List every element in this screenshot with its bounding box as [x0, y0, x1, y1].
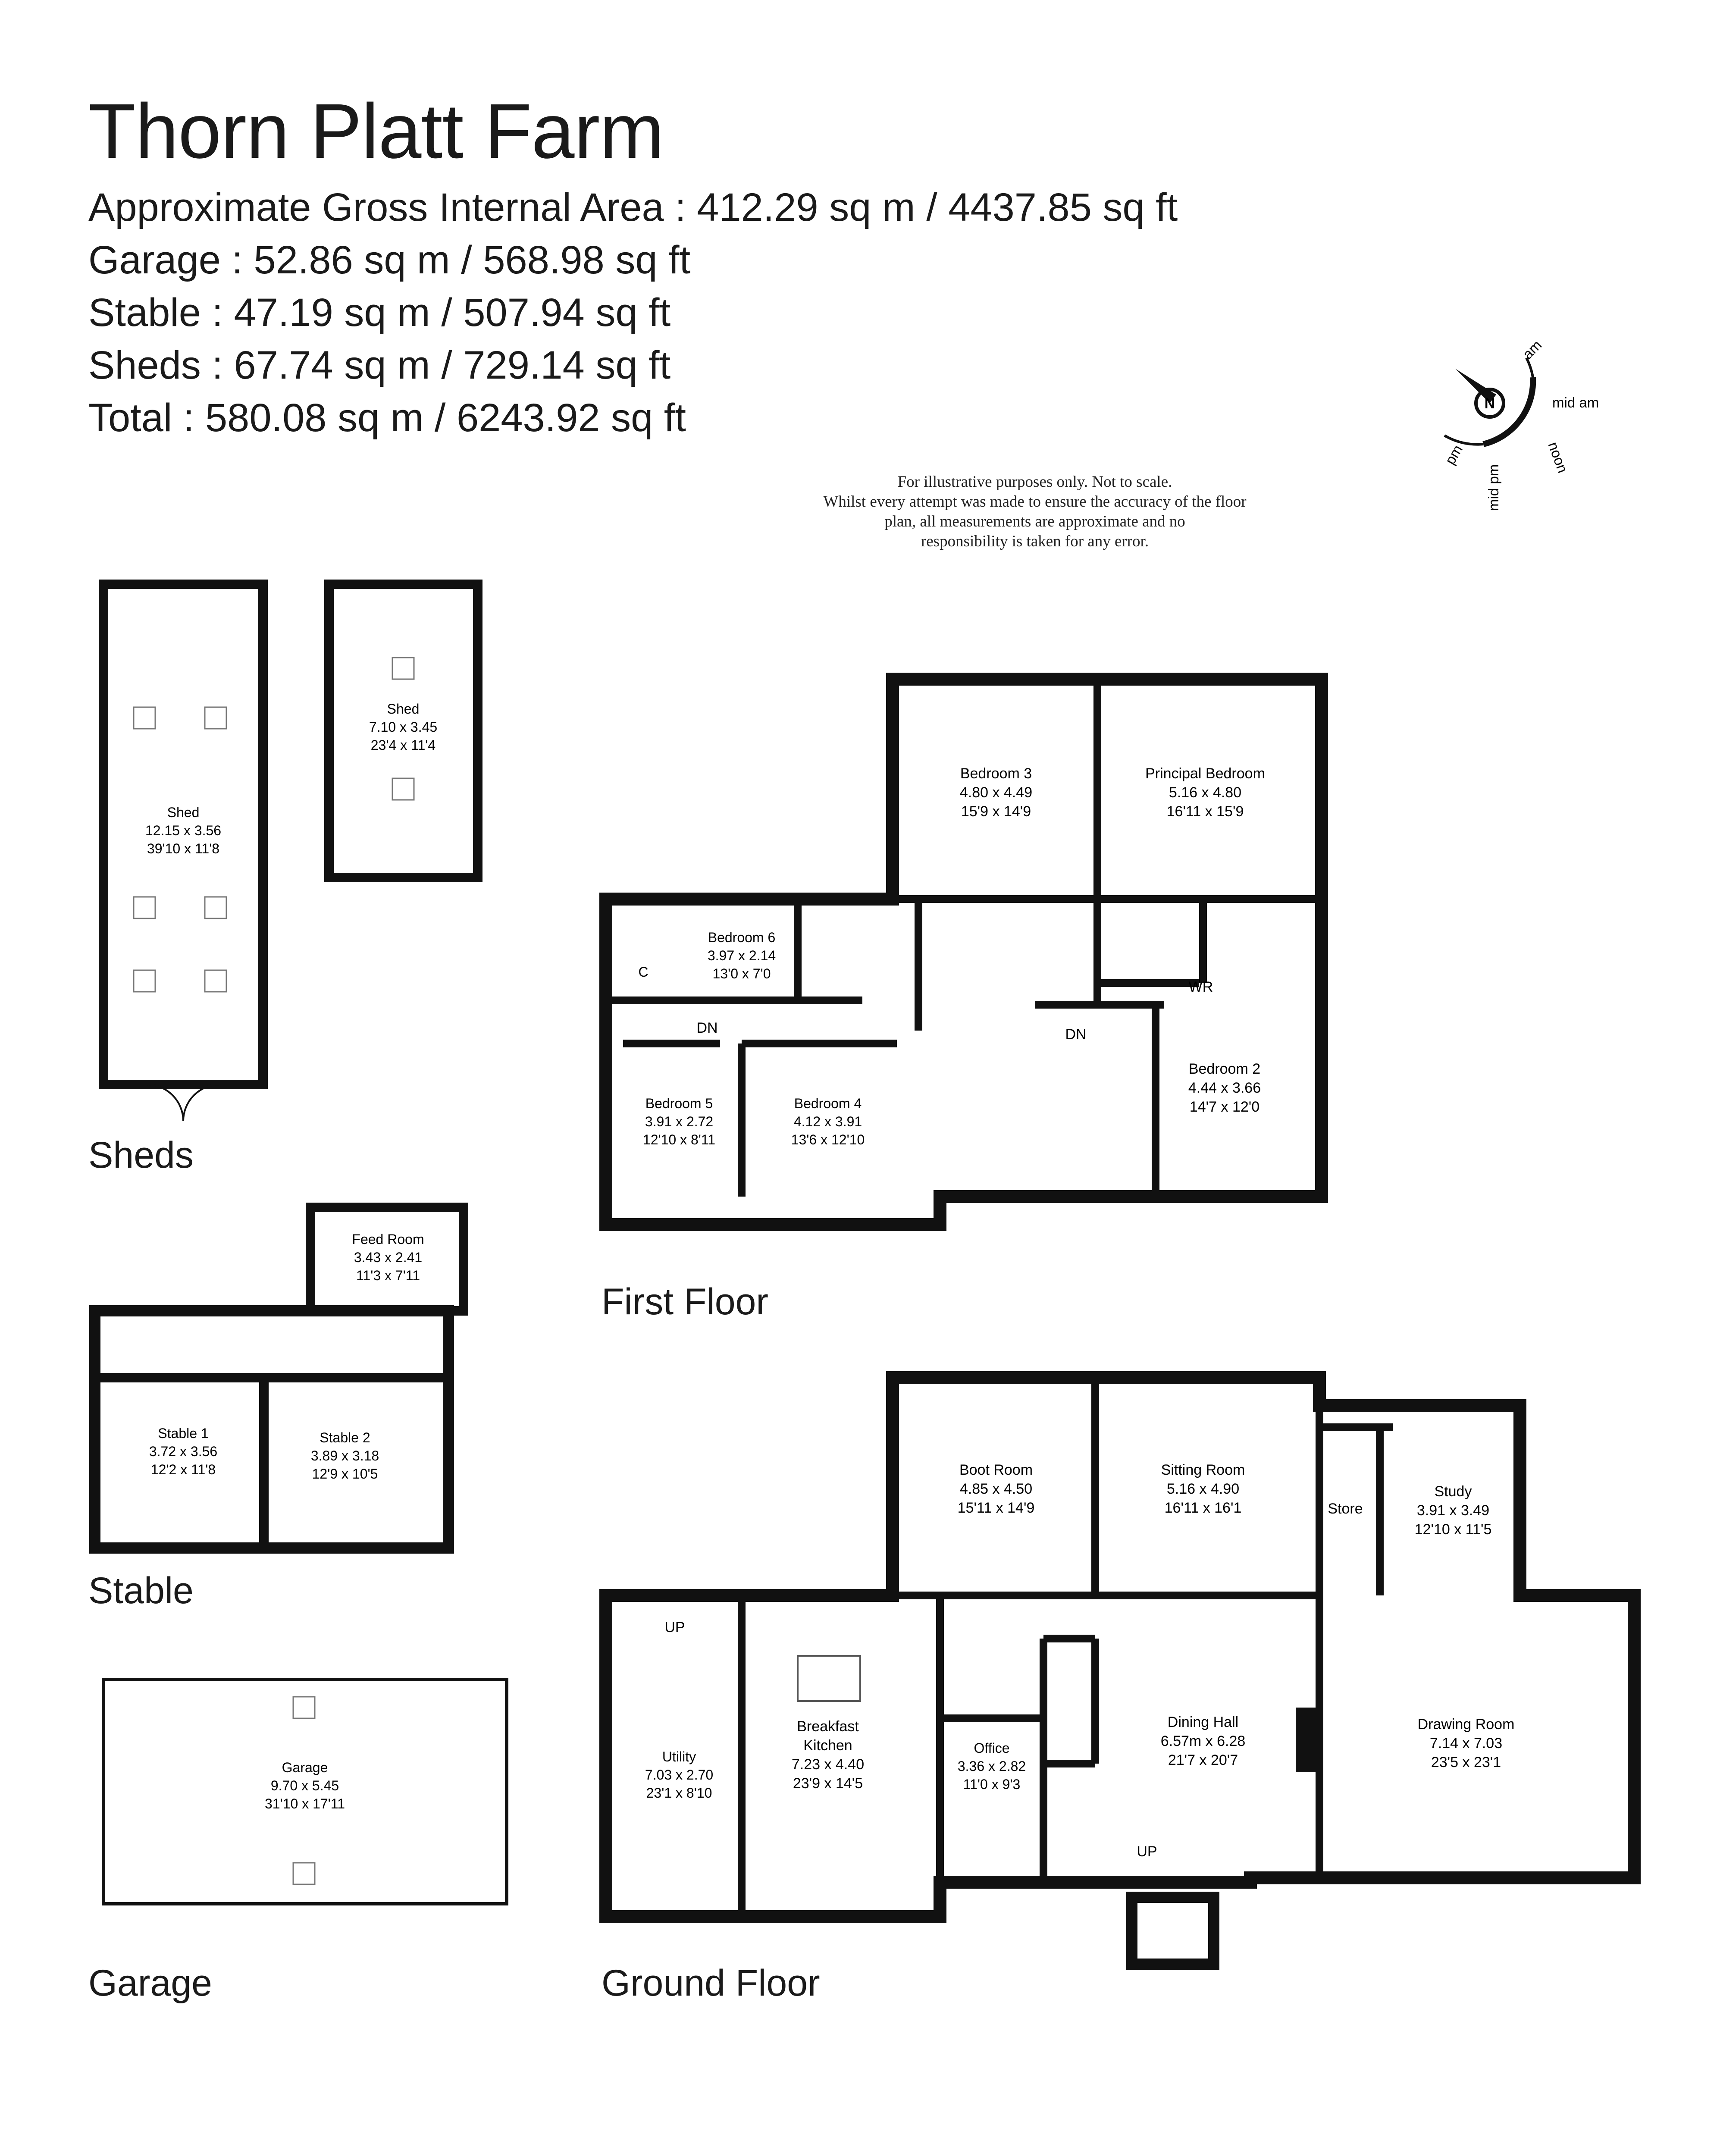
area-line-sheds: Sheds : 67.74 sq m / 729.14 sq ft — [88, 343, 671, 387]
room-imperial: 39'10 x 11'8 — [147, 841, 219, 856]
room-imperial: 16'11 x 16'1 — [1165, 1500, 1242, 1516]
room-name: Bedroom 3 — [960, 765, 1032, 782]
disclaimer-line: responsibility is taken for any error. — [921, 533, 1149, 550]
room-imperial: 12'2 x 11'8 — [151, 1462, 216, 1477]
room-metric: 3.91 x 3.49 — [1417, 1502, 1489, 1519]
room-imperial: 15'9 x 14'9 — [961, 803, 1031, 820]
room-name: Sitting Room — [1161, 1462, 1245, 1478]
compass-label: mid pm — [1485, 464, 1501, 511]
room-metric: 9.70 x 5.45 — [271, 1778, 339, 1793]
stairs-up-label: UP — [664, 1619, 685, 1636]
compass-label: pm — [1442, 442, 1466, 467]
ground-floor-plan: Boot Room 4.85 x 4.50 15'11 x 14'9 Sitti… — [599, 1371, 1641, 1970]
disclaimer-line: plan, all measurements are approximate a… — [884, 513, 1185, 530]
stairs-down-label: DN — [1065, 1026, 1086, 1043]
room-metric: 4.80 x 4.49 — [960, 784, 1032, 801]
room-imperial: 13'6 x 12'10 — [791, 1132, 865, 1147]
room-imperial: 12'10 x 8'11 — [643, 1132, 715, 1147]
disclaimer: For illustrative purposes only. Not to s… — [733, 472, 1337, 552]
room-name: Bedroom 4 — [794, 1096, 862, 1111]
room-imperial: 16'11 x 15'9 — [1167, 803, 1244, 820]
room-metric: 3.97 x 2.14 — [708, 948, 776, 963]
compass-north: N — [1485, 395, 1495, 412]
room-name: Boot Room — [959, 1462, 1033, 1478]
room-imperial: 12'9 x 10'5 — [312, 1466, 378, 1482]
store-label: Store — [1328, 1501, 1363, 1517]
room-name: Utility — [662, 1749, 696, 1764]
room-name: Study — [1435, 1483, 1472, 1500]
room-name: Stable 2 — [320, 1430, 370, 1445]
shed-small: Shed 7.10 x 3.45 23'4 x 11'4 — [324, 580, 482, 882]
room-name: Bedroom 2 — [1189, 1061, 1260, 1077]
room-name-line2: Kitchen — [803, 1737, 852, 1754]
room-name: Feed Room — [352, 1232, 424, 1247]
room-name: Drawing Room — [1418, 1716, 1515, 1733]
room-name: Bedroom 6 — [708, 930, 776, 945]
room-metric: 7.10 x 3.45 — [369, 719, 437, 735]
room-name: Garage — [282, 1760, 328, 1775]
section-label-garage: Garage — [88, 1962, 212, 2004]
stable-block: Feed Room 3.43 x 2.41 11'3 x 7'11 Stable… — [89, 1203, 468, 1554]
room-name: Breakfast — [797, 1718, 859, 1735]
area-line-gross: Approximate Gross Internal Area : 412.29… — [88, 185, 1178, 229]
stairs-down-label: DN — [696, 1020, 717, 1036]
disclaimer-line: For illustrative purposes only. Not to s… — [897, 473, 1172, 491]
room-metric: 4.12 x 3.91 — [794, 1114, 862, 1129]
room-metric: 3.89 x 3.18 — [311, 1448, 379, 1463]
room-imperial: 12'10 x 11'5 — [1415, 1521, 1492, 1538]
room-imperial: 23'5 x 23'1 — [1431, 1754, 1501, 1771]
compass-label: am — [1519, 337, 1545, 362]
room-name: Office — [974, 1740, 1010, 1756]
room-imperial: 23'4 x 11'4 — [371, 737, 435, 753]
garage-block: Garage 9.70 x 5.45 31'10 x 17'11 — [102, 1678, 508, 1905]
section-label-stable: Stable — [88, 1570, 194, 1611]
compass-icon: N am mid am noon mid pm pm — [1442, 337, 1599, 511]
room-imperial: 31'10 x 17'11 — [265, 1796, 345, 1811]
area-line-total: Total : 580.08 sq m / 6243.92 sq ft — [88, 396, 686, 440]
room-name: Bedroom 5 — [645, 1096, 713, 1111]
room-name: Stable 1 — [158, 1426, 208, 1441]
compass-label: mid am — [1552, 395, 1599, 411]
section-label-first-floor: First Floor — [602, 1281, 768, 1322]
room-metric: 5.16 x 4.90 — [1167, 1481, 1239, 1497]
compass-label: noon — [1545, 440, 1571, 475]
room-metric: 4.85 x 4.50 — [960, 1481, 1032, 1497]
room-metric: 7.23 x 4.40 — [792, 1756, 864, 1773]
room-imperial: 11'0 x 9'3 — [963, 1777, 1021, 1792]
room-imperial: 21'7 x 20'7 — [1168, 1752, 1238, 1768]
disclaimer-line: Whilst every attempt was made to ensure … — [823, 493, 1247, 511]
section-label-sheds: Sheds — [88, 1134, 194, 1176]
room-metric: 3.91 x 2.72 — [645, 1114, 713, 1129]
shed-large: Shed 12.15 x 3.56 39'10 x 11'8 — [99, 580, 268, 1122]
cupboard-label: C — [638, 964, 648, 980]
area-line-garage: Garage : 52.86 sq m / 568.98 sq ft — [88, 238, 691, 282]
room-metric: 6.57m x 6.28 — [1161, 1733, 1246, 1749]
room-imperial: 23'9 x 14'5 — [793, 1775, 863, 1792]
room-imperial: 15'11 x 14'9 — [958, 1500, 1035, 1516]
area-line-stable: Stable : 47.19 sq m / 507.94 sq ft — [88, 291, 671, 335]
room-metric: 7.14 x 7.03 — [1430, 1735, 1502, 1752]
room-name: Principal Bedroom — [1145, 765, 1265, 782]
wr-label: WR — [1189, 979, 1213, 995]
room-name: Dining Hall — [1168, 1714, 1238, 1730]
stairs-up-label: UP — [1137, 1843, 1157, 1860]
room-metric: 5.16 x 4.80 — [1169, 784, 1241, 801]
room-metric: 3.72 x 3.56 — [149, 1444, 217, 1459]
area-summary: Approximate Gross Internal Area : 412.29… — [88, 181, 1178, 444]
room-metric: 7.03 x 2.70 — [645, 1767, 713, 1783]
property-title: Thorn Platt Farm — [88, 88, 664, 175]
first-floor-plan: Bedroom 3 4.80 x 4.49 15'9 x 14'9 Princi… — [599, 673, 1328, 1231]
section-label-ground-floor: Ground Floor — [602, 1962, 820, 2004]
room-metric: 3.43 x 2.41 — [354, 1250, 422, 1265]
room-imperial: 23'1 x 8'10 — [646, 1785, 712, 1801]
room-imperial: 13'0 x 7'0 — [713, 966, 771, 981]
room-imperial: 11'3 x 7'11 — [356, 1268, 420, 1283]
room-metric: 12.15 x 3.56 — [145, 823, 221, 838]
room-imperial: 14'7 x 12'0 — [1190, 1099, 1259, 1115]
room-name: Shed — [167, 805, 200, 820]
room-metric: 3.36 x 2.82 — [958, 1758, 1026, 1774]
room-metric: 4.44 x 3.66 — [1188, 1080, 1261, 1096]
room-name: Shed — [387, 701, 420, 717]
